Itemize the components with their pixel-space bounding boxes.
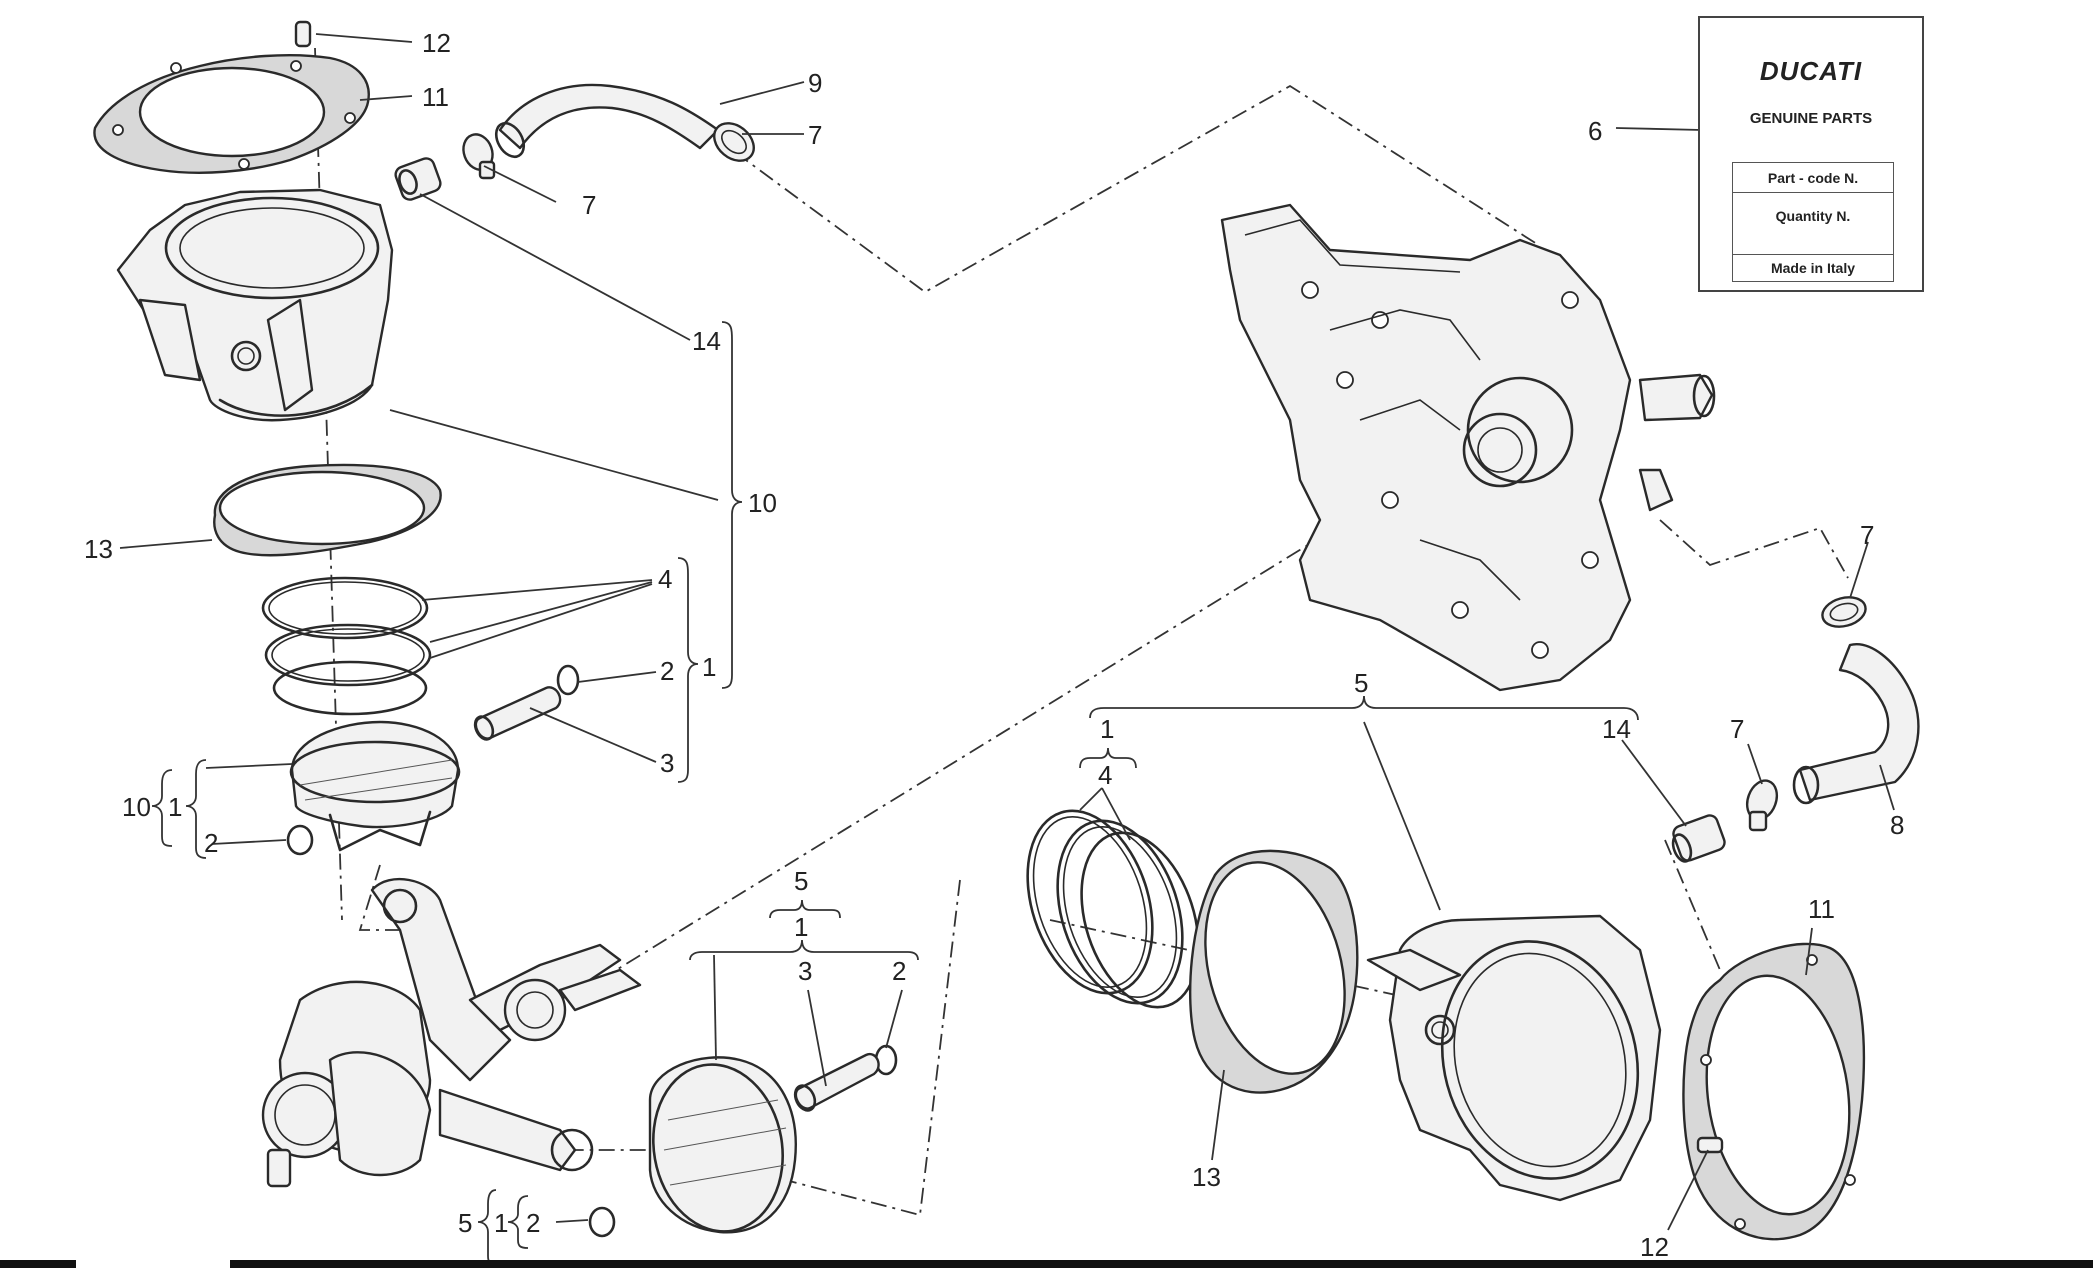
callout-1: 1 xyxy=(494,1208,508,1238)
cylinder-right xyxy=(1366,914,1662,1202)
circlip-2-top xyxy=(556,664,580,696)
crankshaft-assembly xyxy=(261,877,642,1188)
circlip-2-bottom xyxy=(874,1044,898,1076)
footer-rule-right xyxy=(230,1260,2093,1268)
callout-1: 1 xyxy=(1100,714,1114,744)
callout-1: 1 xyxy=(168,792,182,822)
callout-2: 2 xyxy=(660,656,674,686)
dowel-pin-12 xyxy=(294,20,312,48)
callout-10: 10 xyxy=(748,488,777,518)
callout-7: 7 xyxy=(808,120,822,150)
coolant-hose-9 xyxy=(494,83,720,159)
head-gasket-11b xyxy=(1682,942,1866,1241)
callout-2: 2 xyxy=(526,1208,540,1238)
callout-14: 14 xyxy=(692,326,721,356)
callout-3: 3 xyxy=(798,956,812,986)
callout-4: 4 xyxy=(1098,760,1112,790)
callout-1: 1 xyxy=(794,912,808,942)
callout-14: 14 xyxy=(1602,714,1631,744)
piston-top xyxy=(289,720,461,852)
callouts-top-left: 12 11 9 7 7 14 10 13 4 2 1 3 10 1 2 xyxy=(84,28,822,858)
quantity-field: Quantity N. xyxy=(1733,193,1893,255)
callout-11: 11 xyxy=(1808,894,1835,924)
base-gasket-13 xyxy=(213,463,442,557)
callout-1: 1 xyxy=(702,652,716,682)
label-fields: Part - code N. Quantity N. Made in Italy xyxy=(1732,162,1894,282)
origin-field: Made in Italy xyxy=(1770,260,1856,276)
callout-4: 4 xyxy=(658,564,672,594)
callout-12: 12 xyxy=(422,28,451,58)
base-gasket-13b xyxy=(1189,849,1359,1094)
piston-pin-3-top xyxy=(473,686,562,741)
circlip-2-lower xyxy=(286,824,314,856)
cylinder-top xyxy=(116,188,394,422)
callout-5: 5 xyxy=(458,1208,472,1238)
engine-casing xyxy=(1220,203,1716,692)
callout-2: 2 xyxy=(892,956,906,986)
piston-bottom xyxy=(648,1056,797,1234)
brackets xyxy=(151,321,1639,1265)
piston-rings-4 xyxy=(261,576,432,716)
label-subtitle: GENUINE PARTS xyxy=(1749,110,1873,127)
part-code-field: Part - code N. xyxy=(1733,163,1893,193)
footer-rule-left xyxy=(0,1260,76,1268)
piston-pin-3-bottom xyxy=(793,1052,880,1112)
hose-clamp-7b xyxy=(713,122,755,162)
callout-6: 6 xyxy=(1588,116,1602,146)
callout-5: 5 xyxy=(1354,668,1368,698)
piston-rings-4b xyxy=(1026,809,1200,1009)
callout-9: 9 xyxy=(808,68,822,98)
callout-3: 3 xyxy=(660,748,674,778)
top-gasket-11 xyxy=(93,53,370,174)
callouts-right: 6 7 7 8 5 1 4 14 xyxy=(1098,116,1904,840)
callout-13: 13 xyxy=(1192,1162,1221,1192)
water-fitting-14b xyxy=(1671,814,1726,863)
callout-7: 7 xyxy=(1860,520,1874,550)
callout-7: 7 xyxy=(582,190,596,220)
leader-lines xyxy=(119,33,1895,1231)
genuine-parts-label: DUCATI GENUINE PARTS Part - code N. Quan… xyxy=(1698,16,1924,292)
water-fitting-14 xyxy=(394,157,442,201)
callout-2: 2 xyxy=(204,828,218,858)
hose-clamp-7a xyxy=(462,133,496,180)
hose-clamp-7d xyxy=(1745,779,1779,832)
callout-8: 8 xyxy=(1890,810,1904,840)
circlip-2-bottom-left xyxy=(588,1206,616,1238)
callout-11: 11 xyxy=(422,82,449,112)
callout-7: 7 xyxy=(1730,714,1744,744)
callout-12: 12 xyxy=(1640,1232,1669,1262)
callout-13: 13 xyxy=(84,534,113,564)
callout-5: 5 xyxy=(794,866,808,896)
callout-10: 10 xyxy=(122,792,151,822)
hose-clamp-7c xyxy=(1821,596,1867,628)
callouts-bottom: 5 1 3 2 5 1 2 13 11 12 xyxy=(458,866,1835,1262)
dowel-pin-12b xyxy=(1696,1136,1724,1154)
brand-logo: DUCATI xyxy=(1759,56,1863,86)
coolant-hose-8 xyxy=(1792,643,1920,805)
